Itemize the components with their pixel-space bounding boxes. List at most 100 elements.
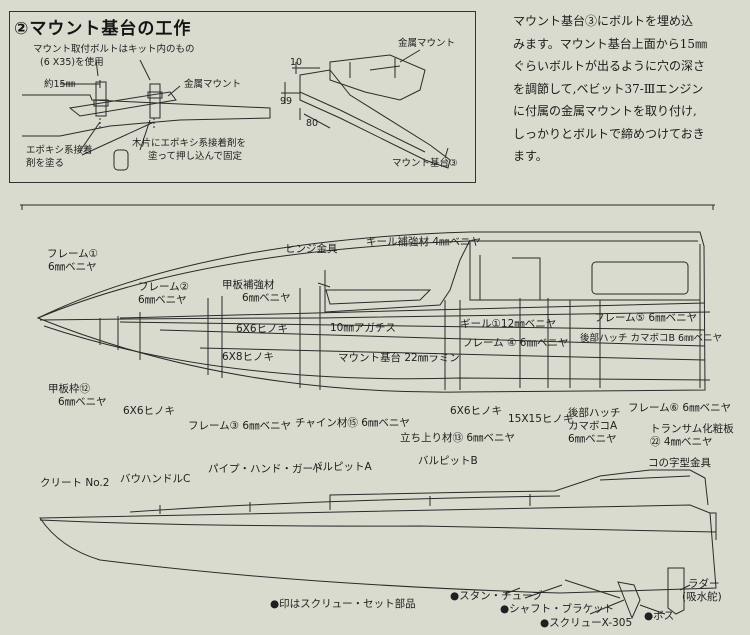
water-intake-label: (吸水舵) — [682, 591, 722, 603]
desc-line: しっかりとボルトで締めつけておき — [513, 126, 705, 141]
hinoki-15x15: 15X15ヒノキ — [508, 413, 574, 425]
hinoki-6x6-b: 6X6ヒノキ — [123, 405, 176, 417]
rear-hatch-a-3: 6㎜ベニヤ — [568, 433, 617, 445]
bolt-left — [95, 81, 107, 117]
description-text: マウント基台③にボルトを埋め込 みます。マウント基台上面から15㎜ ぐらいボルト… — [513, 10, 745, 168]
mount-base3-label: マウント基台 22㎜ラミン — [338, 352, 460, 364]
screw-label: ●スクリューX-305 — [540, 617, 633, 629]
frame3-label: フレーム③ 6㎜ベニヤ — [188, 420, 292, 432]
frame-lines — [99, 286, 701, 390]
metal-mount-ribs — [349, 58, 401, 78]
side-cabin-window-line — [599, 475, 691, 481]
dim-99-line — [281, 82, 300, 104]
pipe-hand-guard-label: パイプ・ハンド・ガード — [208, 463, 324, 475]
frame2-label: フレーム② — [138, 281, 190, 293]
keel1-label: ギール①12㎜ベニヤ — [460, 318, 557, 330]
frame6-label: フレーム⑥ 6㎜ベニヤ — [628, 402, 732, 414]
deck-reinf-mat: 6㎜ベニヤ — [242, 292, 291, 304]
agathis-label: 10㎜アガチス — [330, 322, 396, 334]
bulpit-b-label: バルピットB — [418, 455, 478, 467]
mount-base-edge — [299, 91, 426, 153]
hatch-opening — [479, 255, 541, 301]
bow-handle-label: バウハンドルC — [120, 473, 191, 485]
wood-plug — [113, 149, 129, 171]
cabin-window — [591, 261, 689, 295]
bolt-note: マウント取付ボルトはキット内のもの — [33, 44, 195, 55]
frame2-mat: 6㎜ベニヤ — [138, 294, 187, 306]
wood-label: 木片にエポキシ系接着剤を — [132, 138, 247, 149]
keel-reinf-label: キール補強材 4㎜ベニヤ — [366, 236, 482, 248]
rudder-shape — [667, 567, 685, 615]
propeller — [617, 581, 641, 620]
deck-frame-mat: 6㎜ベニヤ — [58, 396, 107, 408]
epoxy-leaders — [79, 119, 155, 156]
rear-hatch-a-1: 後部ハッチ — [568, 407, 621, 419]
nut-left — [93, 99, 109, 107]
rudder-label: ラダー — [688, 578, 720, 590]
epoxy-label: エポキシ系接着 — [26, 145, 93, 156]
frame5-label: フレーム⑤ 6㎜ベニヤ — [594, 312, 698, 324]
deck-sheer-line — [37, 240, 698, 319]
stringer-lines — [119, 302, 706, 361]
chine-label: チャイン材⑮ 6㎜ベニヤ — [295, 417, 410, 429]
cleat-label: クリート No.2 — [40, 477, 110, 489]
frame4-label: フレーム ④ 6㎜ベニヤ — [462, 337, 569, 349]
hull-outline — [36, 231, 706, 393]
deck-frame-label: 甲板枠⑫ — [48, 383, 90, 395]
ko-fitting-label: コの字型金具 — [648, 457, 711, 469]
bolt-hidden-lines — [99, 118, 155, 128]
metal-mount-left-label: 金属マウント — [184, 79, 242, 90]
mount-base-label: マウント基台③ — [392, 158, 458, 169]
frame1-mat: 6㎜ベニヤ — [48, 261, 97, 273]
mount-detail-left — [22, 59, 271, 171]
bolt-right — [149, 83, 161, 119]
metal-mount-3d — [329, 54, 426, 101]
wood-block-outline — [22, 94, 271, 137]
desc-line: に付属の金属マウントを取り付け, — [513, 104, 697, 118]
keel-line — [39, 311, 711, 321]
cabin-outline — [469, 240, 701, 301]
ko-fitting — [710, 512, 717, 540]
chine-line — [43, 325, 711, 381]
epoxy-label-2: 剤を塗る — [26, 158, 65, 169]
transom-label: トランサム化粧板 — [650, 423, 734, 435]
hand-guard-stanchions — [159, 494, 531, 514]
shaft-bracket-label: ●シャフト・ブラケット — [500, 603, 615, 615]
desc-line: みます。マウント基台上面から15㎜ — [513, 36, 708, 51]
hinge-plate — [325, 289, 432, 305]
hinoki-6x6-c: 6X6ヒノキ — [450, 405, 503, 417]
metal-mount-right-label: 金属マウント — [398, 38, 456, 49]
mount-step-panel — [9, 11, 476, 183]
hinge-mark — [317, 282, 331, 288]
dim-15 — [60, 80, 101, 88]
upright-label: 立ち上り材⑬ 6㎜ベニヤ — [400, 432, 516, 444]
right-leaders — [399, 49, 449, 159]
cabin-side — [324, 239, 471, 313]
rear-hatch-b-label: 後部ハッチ カマボコB 6㎜ベニヤ — [580, 333, 723, 344]
side-cabin-outline — [329, 469, 709, 506]
nut-right — [147, 91, 163, 99]
hinoki-6x6-a: 6X6ヒノキ — [236, 323, 289, 335]
rear-hatch-a-2: カマボコA — [568, 420, 618, 432]
bolt-size: (6 X35)を使用 — [40, 57, 104, 68]
stern-tube-label: ●スタン・チューブ — [450, 590, 543, 602]
dim-10-label: 10 — [290, 57, 303, 68]
dim-80-label: 80 — [306, 118, 319, 129]
hull-top-view — [20, 204, 715, 393]
boss-label: ●ボス — [644, 610, 675, 622]
shaft-line — [564, 579, 621, 599]
hull-side-view — [39, 469, 717, 620]
desc-line: ぐらいボルトが出るように穴の深さ — [513, 59, 706, 73]
transom-mat: ㉒ 4㎜ベニヤ — [650, 436, 713, 448]
mount-base-beam — [299, 69, 451, 169]
desc-line: ます。 — [513, 149, 548, 163]
hinoki-6x8: 6X8ヒノキ — [222, 351, 275, 363]
dim-80-line — [299, 108, 331, 129]
bolt-leaders — [95, 59, 151, 81]
desc-line: を調節して,ベビット37-Ⅲエンジン — [513, 81, 704, 96]
hull-frame-top-rule — [20, 204, 715, 210]
frame1-label: フレーム① — [47, 248, 99, 260]
wood-label-2: 塗って押し込んで固定 — [148, 151, 243, 162]
side-leaders — [504, 584, 691, 615]
